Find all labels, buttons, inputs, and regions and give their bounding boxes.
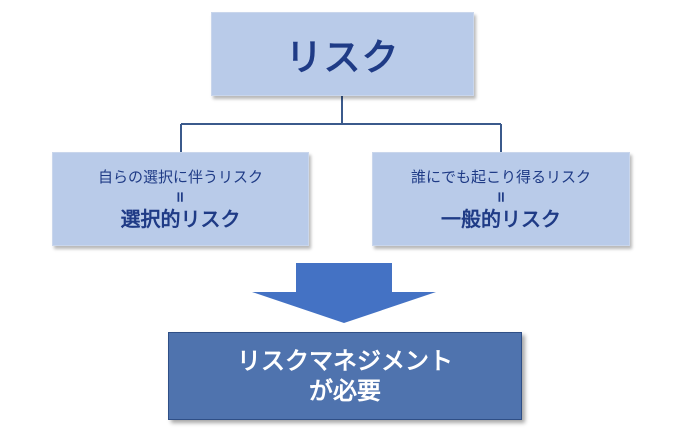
equals-mark: =: [491, 190, 510, 203]
general-risk-box: 誰にでも起こり得るリスク = 一般的リスク: [372, 152, 630, 246]
selective-risk-box: 自らの選択に伴うリスク = 選択的リスク: [52, 152, 309, 246]
selective-risk-term: 選択的リスク: [120, 206, 241, 231]
risk-management-line1: リスクマネジメント: [237, 347, 453, 375]
risk-root-box: リスク: [211, 12, 474, 96]
general-risk-term: 一般的リスク: [441, 206, 561, 231]
root-title: リスク: [285, 36, 400, 79]
risk-management-box: リスクマネジメント が必要: [168, 332, 522, 420]
selective-risk-description: 自らの選択に伴うリスク: [97, 167, 263, 186]
general-risk-description: 誰にでも起こり得るリスク: [410, 167, 591, 186]
tree-connector-lines: [180, 96, 502, 152]
equals-mark: =: [171, 190, 190, 203]
risk-management-line2: が必要: [309, 377, 381, 405]
down-arrow: [252, 263, 436, 323]
